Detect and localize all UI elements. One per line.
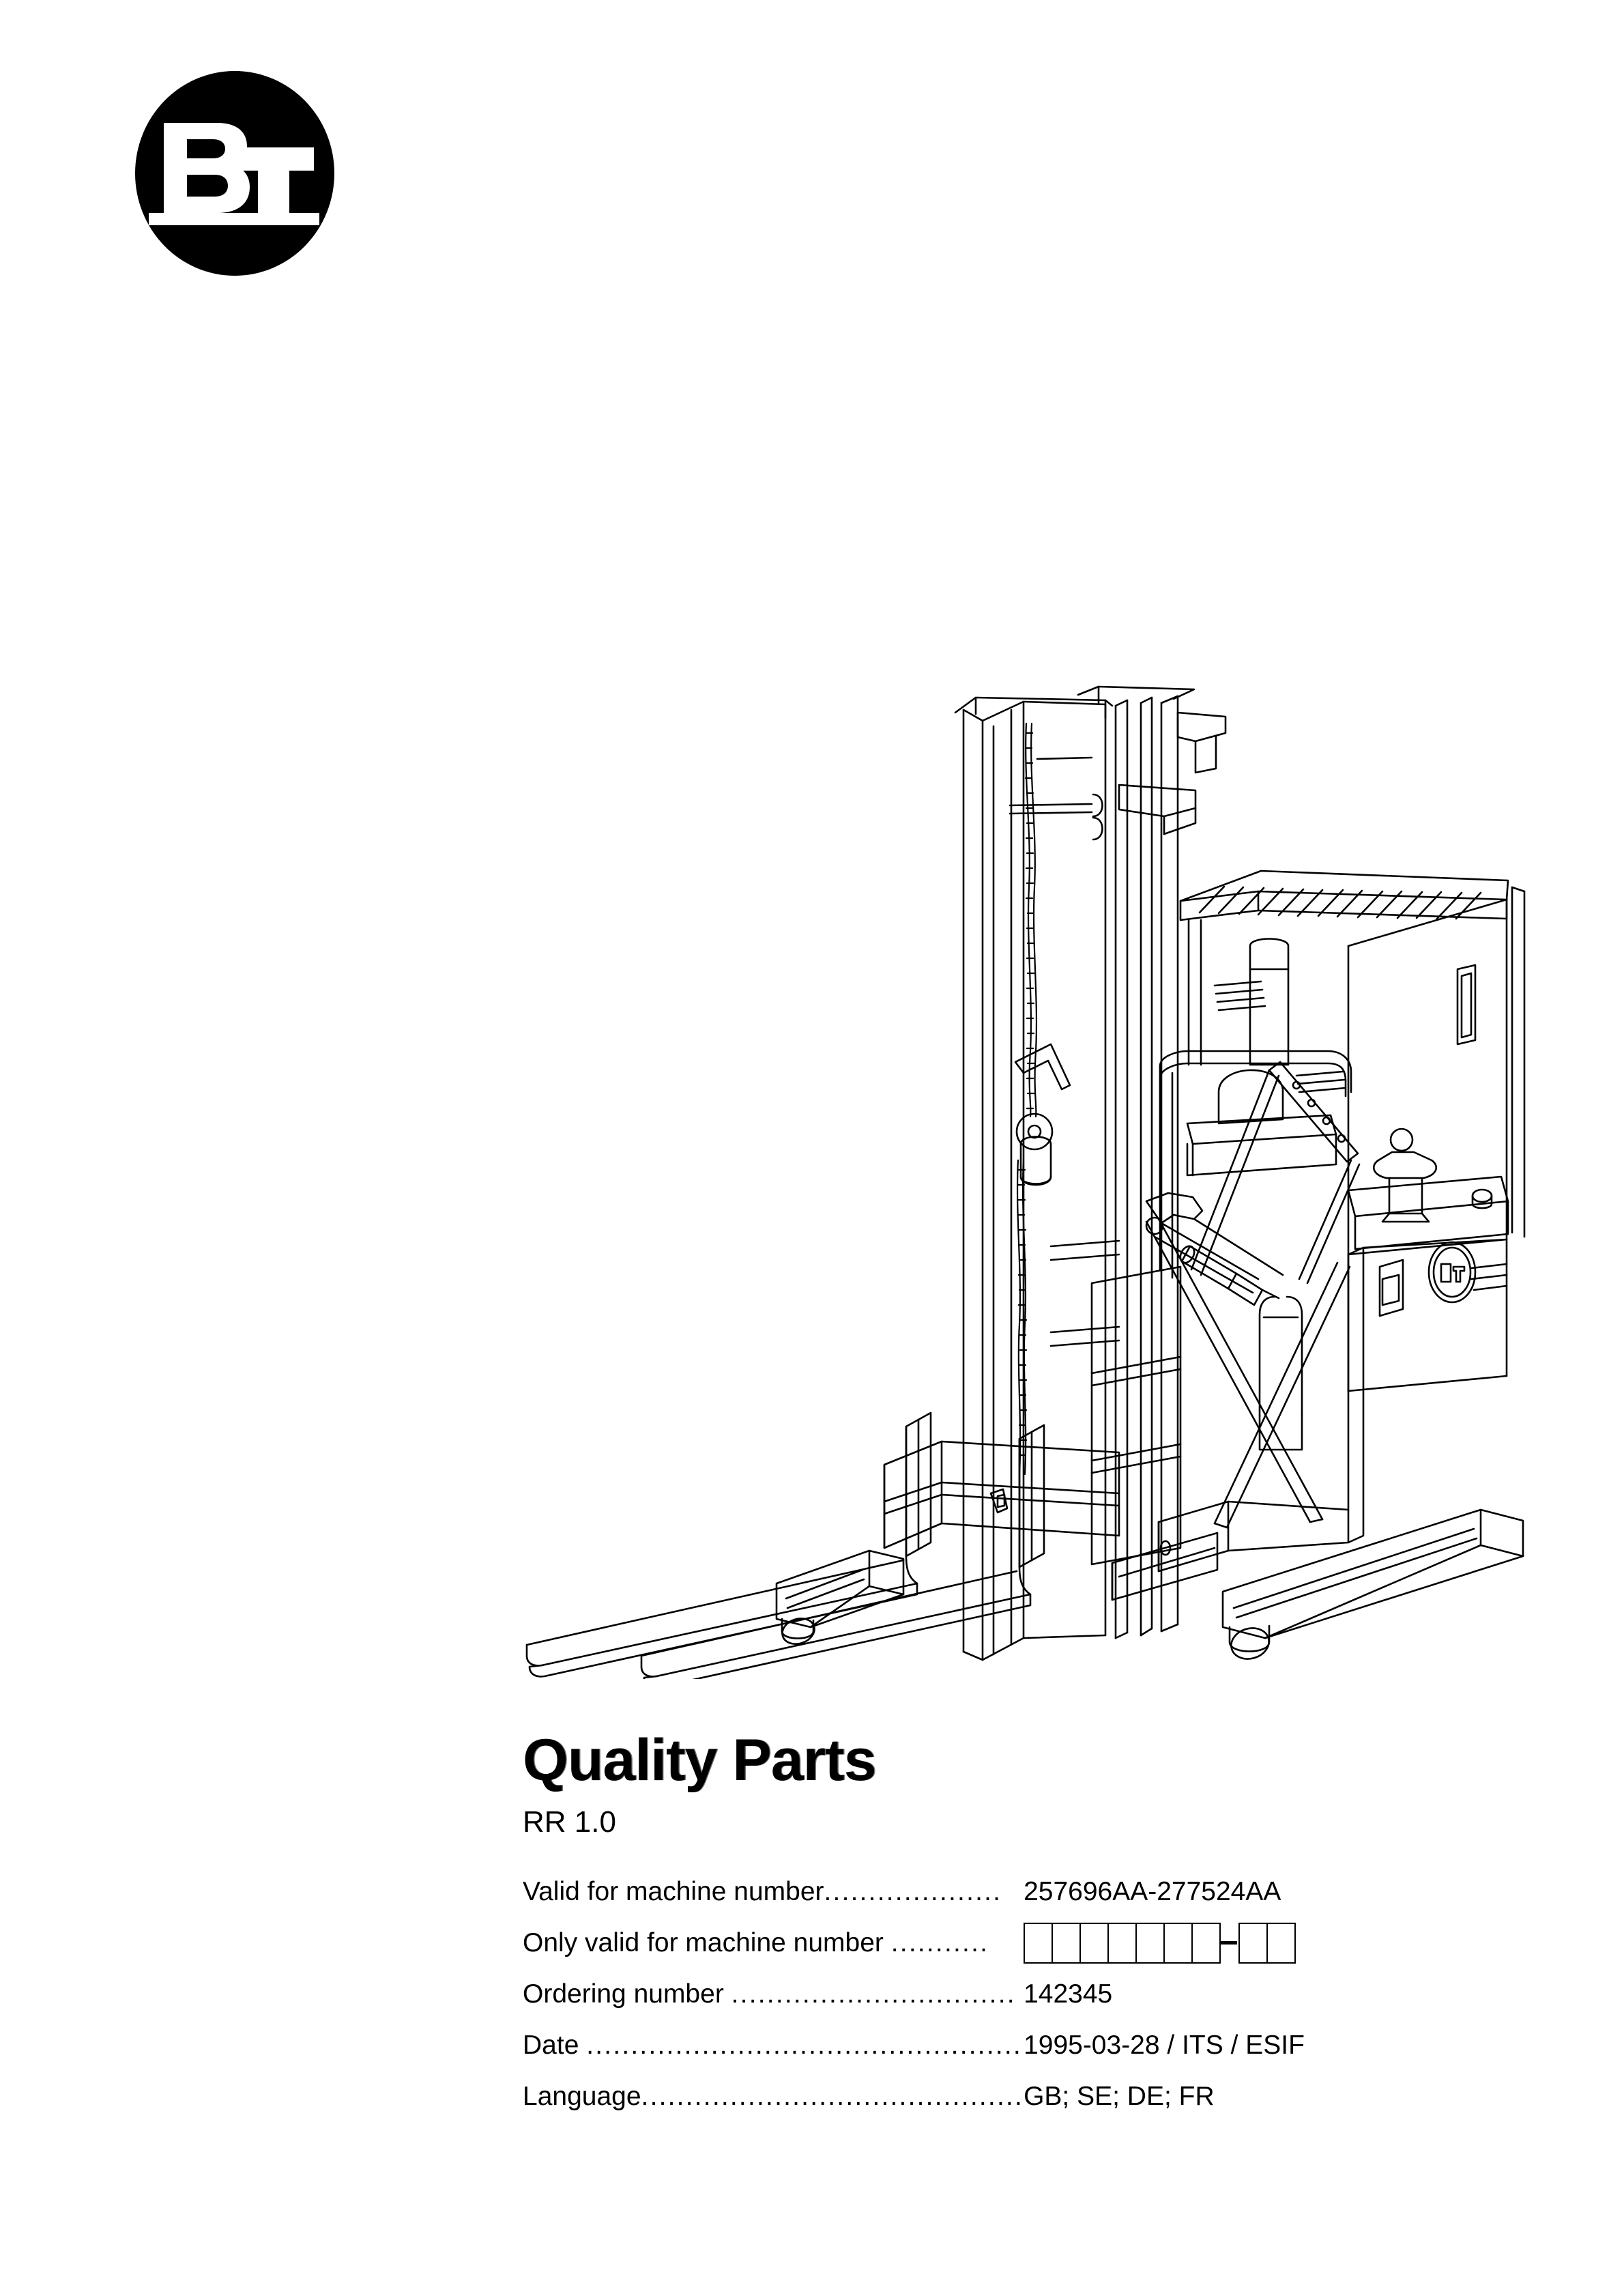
dot-leader: ........................................… [586,2030,1022,2060]
label-text: Language [523,2082,641,2111]
overhead-guard-posts [1187,886,1526,1238]
seat-surface-hatching [1213,980,1347,1093]
table-row: Language................................… [523,2071,1498,2122]
label-text: Only valid for machine number [523,1928,891,1957]
reach-frame-x [1145,1218,1351,1529]
table-row: Valid for machine number................… [523,1866,1498,1917]
body-trim-stripes [1470,1263,1508,1291]
cabin-door-handle [1456,964,1477,1046]
spec-label-date: Date ...................................… [523,2020,1024,2071]
spec-label-ordering-number: Ordering number ........................… [523,1968,1024,2020]
mast-inner-rail [1114,696,1153,1639]
label-text: Date [523,2030,587,2060]
mast-rollers [1092,793,1103,841]
base-leg-left [1111,1532,1219,1601]
mast-braces [1049,1239,1120,1347]
fork-blade-left [525,1555,918,1678]
mast-outer-rail [962,700,1107,1661]
fork-carriage [883,1440,1120,1549]
frame-pivot-hole [1159,1540,1172,1556]
side-hand-grip [1378,1259,1404,1317]
serial-box[interactable] [1052,1922,1082,1964]
bt-badge [1427,1241,1477,1304]
title-block: Quality Parts RR 1.0 Valid for machine n… [523,1731,1546,2122]
dot-leader: ................................ [731,1979,1016,2009]
mast-top-cap [954,685,1195,719]
dot-leader: ........................................… [641,2082,1024,2111]
serial-number-boxes[interactable] [1024,1922,1498,1964]
spec-value-date: 1995-03-28 / ITS / ESIF [1024,2030,1305,2060]
battery-compartment [1090,1265,1182,1566]
mast-top-bracket-upper [1176,711,1227,774]
spec-value-only-valid-for-machine-number [1024,1917,1498,1968]
serial-box[interactable] [1079,1922,1110,1964]
serial-box[interactable] [1024,1922,1054,1964]
guard-strut-diagonal [1268,1061,1359,1163]
fork-load-wheel-block [775,1549,905,1645]
reach-centre-pillar [1258,1295,1303,1451]
dot-leader: .................... [824,1877,1002,1906]
bt-logo [135,71,334,276]
model-subtitle: RR 1.0 [523,1805,616,1839]
spec-value-ordering-number: 142345 [1024,1979,1113,2009]
logo-letter-b [164,123,250,213]
label-text: Ordering number [523,1979,731,2009]
serial-box[interactable] [1107,1922,1137,1964]
guard-strut-lower [1190,1069,1361,1285]
dot-leader: ........... [890,1928,989,1957]
fork-right-upright [1018,1424,1045,1568]
fork-left-upright [905,1411,932,1558]
operator-guard-rail [1159,1050,1352,1279]
page-title: Quality Parts [523,1727,877,1793]
pantograph-arm [1145,1192,1284,1306]
serial-dash-separator [1221,1941,1238,1945]
control-console [1347,1175,1509,1250]
lift-chain [1016,722,1038,1476]
chain-anchor-rods [1009,756,1093,815]
chain-sheave [1015,1113,1054,1186]
operator-seat-back [1249,938,1290,1066]
spec-label-only-valid-for-machine-number: Only valid for machine number ..........… [523,1917,1024,1968]
reach-truck-illustration [505,683,1528,1679]
label-text: Valid for machine number [523,1877,824,1906]
steering-wheel [1372,1128,1438,1223]
spec-table: Valid for machine number................… [523,1866,1498,2122]
mast-top-bracket-lower [1118,784,1197,835]
rear-body-plate [1347,1238,1508,1544]
chassis-plate [1157,1500,1350,1573]
serial-box[interactable] [1135,1922,1165,1964]
cabin-body-panel [1347,898,1508,1392]
table-row: Date ...................................… [523,2020,1498,2071]
base-leg-right [1221,1508,1524,1660]
logo-letter-t [232,147,314,223]
serial-box[interactable] [1163,1922,1193,1964]
fork-blade-right [640,1566,1032,1679]
serial-box[interactable] [1266,1922,1296,1964]
logo-underline-bar [149,213,319,225]
table-row: Only valid for machine number ..........… [523,1917,1498,1968]
mast-v-bracket [1014,1043,1071,1091]
spec-value-language: GB; SE; DE; FR [1024,2082,1215,2111]
table-row: Ordering number ........................… [523,1968,1498,2020]
spec-label-language: Language................................… [523,2071,1024,2122]
serial-box[interactable] [1238,1922,1268,1964]
spec-value-valid-for-machine-number: 257696AA-277524AA [1024,1877,1281,1906]
serial-box[interactable] [1191,1922,1221,1964]
mast-right-upright [1160,695,1179,1633]
spec-label-valid-for-machine-number: Valid for machine number................… [523,1866,1024,1917]
